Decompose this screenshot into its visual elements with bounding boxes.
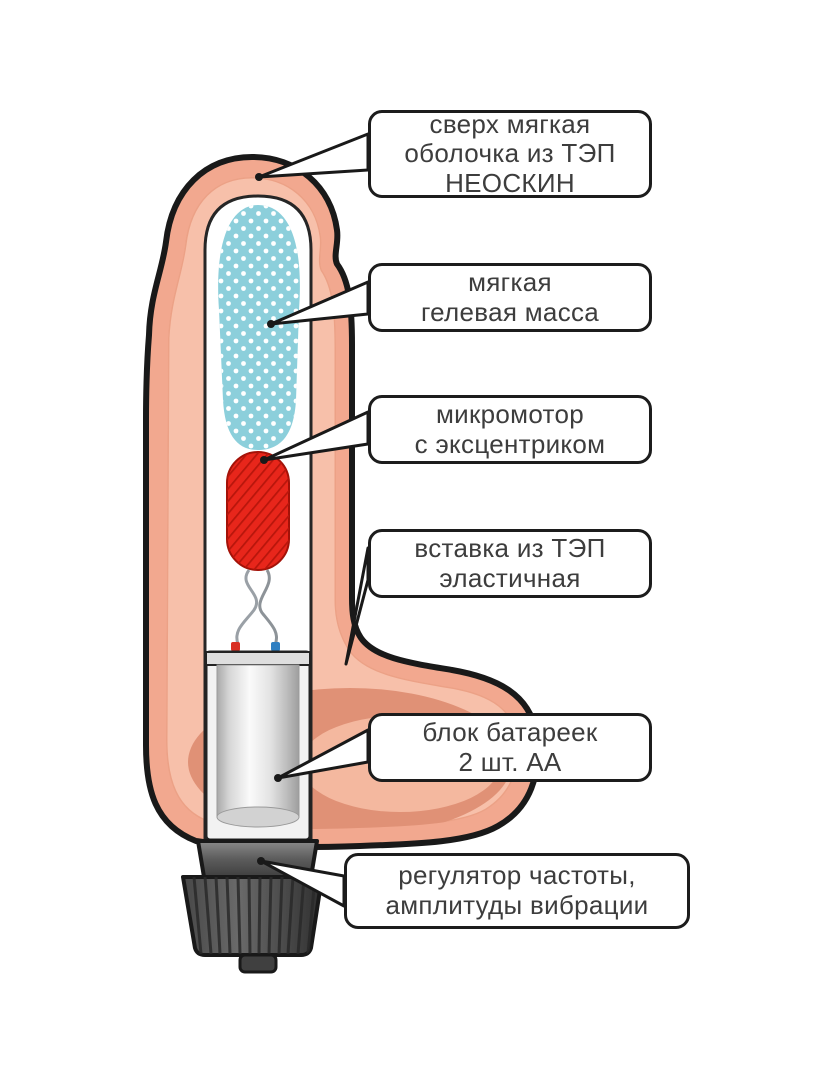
micromotor [226, 451, 290, 571]
pointer-dot-gel [267, 320, 275, 328]
callout-regulator-label: регулятор частоты, амплитуды вибрации [385, 860, 649, 920]
knob-nub [238, 953, 278, 974]
motor-wires [231, 569, 280, 651]
regulator-knob [181, 839, 324, 974]
callout-soft-shell: сверх мягкая оболочка из ТЭП НЕОСКИН [368, 108, 652, 198]
pointer-dot-regulator [257, 857, 265, 865]
terminal-positive [231, 642, 240, 651]
callout-micromotor-label: микромотор с эксцентриком [414, 398, 606, 459]
knob-ribs [192, 877, 317, 955]
battery-cell-bottom [216, 806, 300, 828]
callout-soft-shell-label: сверх мягкая оболочка из ТЭП НЕОСКИН [404, 108, 616, 198]
pointer-dot-shell [255, 173, 263, 181]
callout-regulator: регулятор частоты, амплитуды вибрации [344, 853, 690, 929]
battery-cell [216, 664, 300, 818]
battery-holder-lip [205, 651, 311, 666]
callout-elastic-insert: вставка из ТЭП эластичная [368, 529, 652, 598]
gel-mass [218, 205, 300, 450]
battery-pack [204, 650, 312, 842]
callout-battery-pack: блок батареек 2 шт. АА [368, 713, 652, 782]
callout-elastic-insert-label: вставка из ТЭП эластичная [414, 532, 606, 593]
callout-gel-mass-label: мягкая гелевая масса [420, 266, 600, 327]
callout-gel-mass: мягкая гелевая масса [368, 263, 652, 332]
terminal-negative [271, 642, 280, 651]
pointer-dot-battery [274, 774, 282, 782]
callout-micromotor: микромотор с эксцентриком [368, 395, 652, 464]
pointer-dot-motor [260, 456, 268, 464]
callout-pointer-shell [257, 132, 370, 179]
callout-battery-pack-label: блок батареек 2 шт. АА [422, 716, 598, 777]
